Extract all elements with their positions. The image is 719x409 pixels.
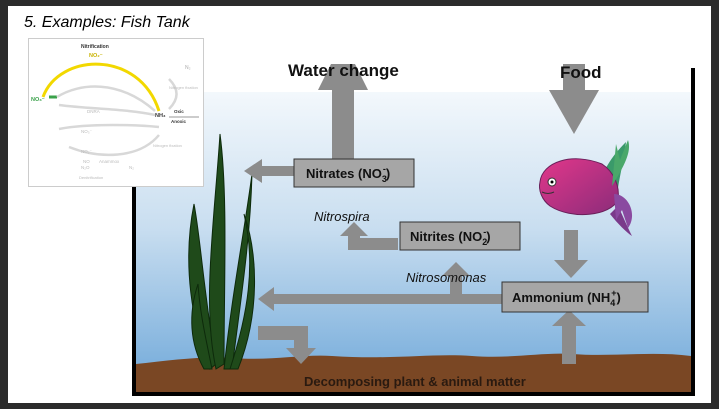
nitrosomonas-label: Nitrosomonas [406, 270, 487, 285]
nitrates-box: Nitrates (NO3-) [293, 158, 415, 188]
ammonium-label: Ammonium (NH [512, 290, 610, 305]
plant-to-substrate-head [286, 348, 316, 364]
inset-nh3: NH₃ [155, 113, 166, 119]
ammonium-to-plant-shaft [274, 294, 502, 304]
ammonium-to-plant-head [258, 287, 274, 311]
inset-n2: N₂ [185, 65, 191, 71]
ammonium-close: ) [617, 290, 621, 305]
substrate [136, 353, 691, 392]
svg-text:Nitrites (NO2-): Nitrites (NO2-) [410, 227, 491, 247]
process-arrows [244, 64, 599, 364]
inset-n2o: N₂O [81, 165, 90, 170]
nitrospira-label: Nitrospira [314, 209, 370, 224]
fish-to-ammonium-shaft [564, 230, 578, 260]
plant-to-substrate-vertical [294, 326, 308, 350]
nitrites-sub: 2 [482, 237, 487, 247]
nitrite-to-nitrate-head [340, 222, 368, 236]
nitrites-box: Nitrites (NO2-) [399, 221, 521, 251]
nitrates-sup: - [383, 164, 386, 174]
tank-bottom [132, 392, 695, 396]
fish-to-ammonium-head [554, 260, 588, 278]
ammonium-to-nitrite-head [442, 262, 470, 276]
ammonium-to-nitrite-vertical [450, 276, 462, 296]
inset-no3-left: NO₃⁻ [31, 97, 45, 103]
nitrates-label: Nitrates (NO [306, 166, 382, 181]
nitrogen-cycle-inset: Nitrification NO₂⁻ NO₃⁻ NH₃ N₂ Oxic Anox… [28, 38, 204, 187]
nitrates-sub: 3 [382, 174, 387, 184]
nitrate-to-plant-shaft [262, 166, 296, 176]
ammonium-sup: + [611, 288, 616, 298]
nitrate-to-plant-head [244, 159, 262, 183]
inset-title: Nitrification [81, 44, 109, 50]
nitrites-close: ) [486, 229, 490, 244]
nitrates-close: ) [386, 166, 390, 181]
food-arrow-head [549, 90, 599, 134]
slide: 5. Examples: Fish Tank [8, 6, 711, 403]
inset-no: NO [83, 159, 90, 164]
inset-oxic: Oxic [174, 109, 184, 114]
fish-icon [539, 140, 633, 236]
fish-tank-diagram: Nitrates (NO3-) Nitrites (NO2-) Ammonium… [132, 64, 695, 396]
food-arrow-shaft [563, 64, 585, 90]
ammonium-sub: 4 [610, 298, 615, 308]
svg-text:Ammonium (NH4+): Ammonium (NH4+) [512, 288, 621, 308]
ammonium-box: Ammonium (NH4+) [501, 281, 649, 313]
water-change-arrow-shaft [332, 90, 354, 162]
inset-no2-top: NO₂⁻ [89, 53, 103, 59]
aquatic-plant [188, 133, 256, 370]
inset-dnra: DNRA [87, 109, 100, 114]
substrate-to-ammonium-shaft [562, 326, 576, 364]
nitrification-arc [41, 62, 161, 112]
inset-anammox: Anammox [99, 159, 120, 164]
inset-n2-lower: N₂ [129, 165, 134, 170]
inset-anoxic: Anoxic [171, 119, 187, 124]
substrate-to-ammonium-head [552, 310, 586, 326]
nitrites-sup: - [483, 227, 486, 237]
slide-title: 5. Examples: Fish Tank [24, 14, 190, 31]
tank-wall-right [691, 68, 695, 396]
nitrites-label: Nitrites (NO [410, 229, 482, 244]
substrate-label: Decomposing plant & animal matter [304, 374, 526, 389]
food-label: Food [560, 64, 602, 82]
svg-text:Nitrates (NO3-): Nitrates (NO3-) [306, 164, 390, 184]
inset-no3-lower: NO₃⁻ [81, 129, 93, 134]
inset-nitrogen-fixation-2: Nitrogen fixation [153, 143, 182, 148]
inset-nitrogen-fixation-1: Nitrogen fixation [169, 85, 198, 90]
water-change-label: Water change [288, 64, 399, 80]
nitrite-to-nitrate-horizontal [348, 238, 398, 250]
inset-no2-lower: NO₂⁻ [81, 149, 92, 154]
water-change-arrow-head [318, 64, 368, 90]
tank-wall-left [132, 184, 136, 396]
inset-denitrification: Denitrification [79, 175, 103, 180]
